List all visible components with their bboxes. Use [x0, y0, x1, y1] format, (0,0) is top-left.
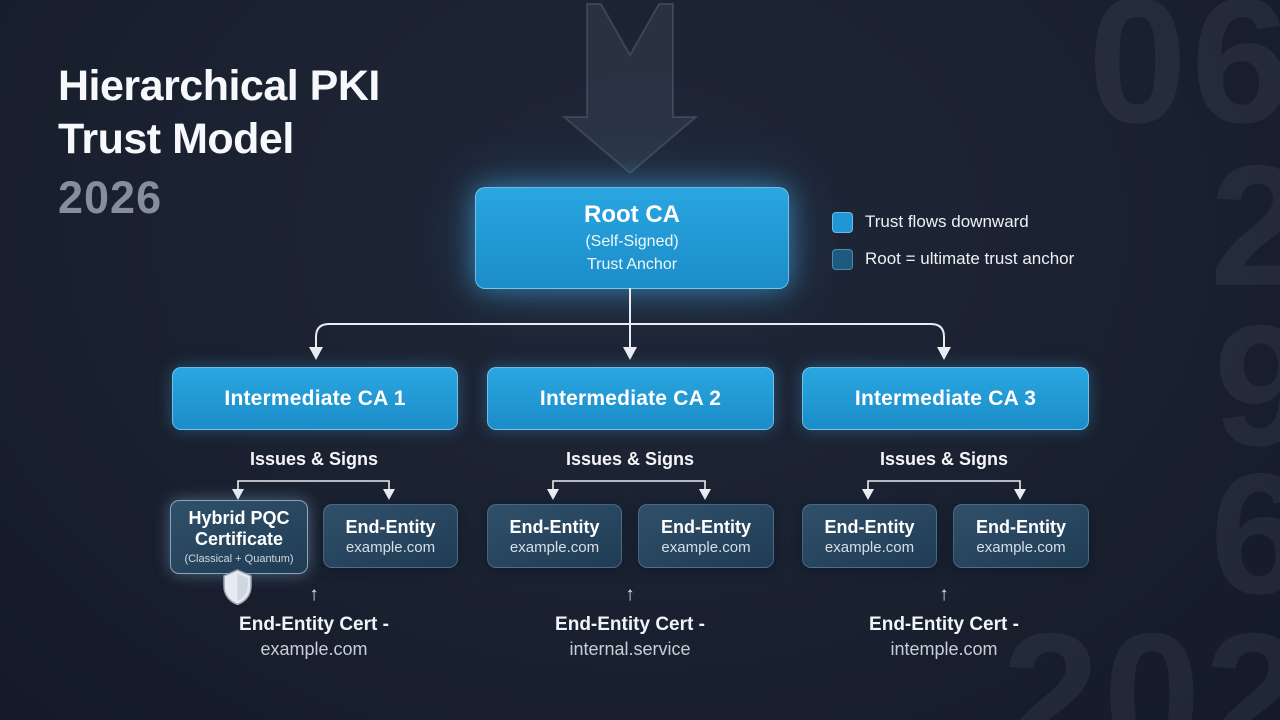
up-arrow-icon: ↑: [309, 584, 319, 605]
bg-number-right-1: 2: [1210, 130, 1280, 322]
end-entity-subtitle: example.com: [661, 538, 751, 556]
legend-label: Root = ultimate trust anchor: [865, 249, 1075, 268]
end-entity-box: End-Entity example.com: [487, 504, 622, 568]
legend-swatch-trust-flow-icon: [832, 211, 853, 233]
page-title-line1: Hierarchical PKI: [58, 62, 380, 110]
page-title-line2: Trust Model: [58, 115, 294, 163]
legend-swatch-root-anchor-icon: [832, 248, 853, 270]
end-entity-subtitle: example.com: [824, 538, 915, 556]
caption-branch-2: End-Entity Cert - internal.service: [490, 612, 770, 661]
root-ca-title: Root CA: [584, 201, 680, 228]
end-entity-subtitle: example.com: [509, 538, 600, 556]
root-ca-subtitle2: Trust Anchor: [586, 256, 678, 273]
issues-signs-label-3: Issues & Signs: [879, 449, 1009, 469]
caption-branch-3: End-Entity Cert - intemple.com: [804, 612, 1084, 661]
legend-label: Trust flows downward: [865, 212, 1029, 231]
intermediate-ca-1-box: Intermediate CA 1: [172, 367, 458, 430]
caption-line2: example.com: [260, 639, 368, 659]
end-entity-box: End-Entity example.com: [953, 504, 1089, 568]
legend-item: Root = ultimate trust anchor: [832, 248, 1075, 270]
issues-signs-label-2: Issues & Signs: [565, 449, 695, 469]
caption-line1: End-Entity Cert -: [555, 614, 705, 635]
page-year: 2026: [58, 172, 163, 223]
caption-line2: intemple.com: [890, 639, 998, 659]
caption-branch-1: End-Entity Cert - example.com: [174, 612, 454, 661]
hybrid-pqc-title: Hybrid PQC Certificate: [188, 508, 290, 549]
up-arrow-icon: ↑: [939, 584, 949, 605]
intermediate-ca-2-box: Intermediate CA 2: [487, 367, 774, 430]
shield-icon: [223, 569, 252, 605]
big-down-arrow-icon: [561, 3, 699, 175]
end-entity-title: End-Entity: [976, 516, 1066, 537]
end-entity-title: End-Entity: [661, 516, 751, 537]
legend-item: Trust flows downward: [832, 211, 1074, 233]
bg-number-right-3: 6: [1210, 438, 1280, 630]
end-entity-box: End-Entity example.com: [638, 504, 774, 568]
intermediate-ca-1-label: Intermediate CA 1: [224, 386, 406, 410]
root-ca-box: Root CA (Self-Signed) Trust Anchor: [475, 187, 789, 289]
end-entity-box: End-Entity example.com: [323, 504, 458, 568]
caption-line2: internal.service: [569, 639, 691, 659]
legend: Trust flows downward Root = ultimate tru…: [832, 211, 1075, 286]
end-entity-box: End-Entity example.com: [802, 504, 937, 568]
end-entity-subtitle: example.com: [345, 538, 436, 556]
intermediate-ca-2-label: Intermediate CA 2: [539, 386, 722, 410]
hybrid-pqc-certificate-box: Hybrid PQC Certificate (Classical + Quan…: [170, 500, 308, 574]
intermediate-ca-3-box: Intermediate CA 3: [802, 367, 1089, 430]
hybrid-pqc-subtitle: (Classical + Quantum): [184, 553, 294, 565]
intermediate-ca-3-label: Intermediate CA 3: [854, 386, 1037, 410]
root-ca-subtitle1: (Self-Signed): [585, 233, 679, 250]
end-entity-title: End-Entity: [824, 516, 915, 537]
caption-line1: End-Entity Cert -: [239, 614, 389, 635]
issues-signs-label-1: Issues & Signs: [249, 449, 379, 469]
caption-line1: End-Entity Cert -: [869, 614, 1019, 635]
bg-number-top-right: 06: [1088, 0, 1280, 160]
end-entity-title: End-Entity: [509, 516, 600, 537]
bg-number-right-2: 9: [1214, 290, 1280, 482]
end-entity-title: End-Entity: [345, 516, 436, 537]
up-arrow-icon: ↑: [625, 584, 635, 605]
page-title: Hierarchical PKI Trust Model: [58, 60, 380, 166]
end-entity-subtitle: example.com: [976, 538, 1066, 556]
